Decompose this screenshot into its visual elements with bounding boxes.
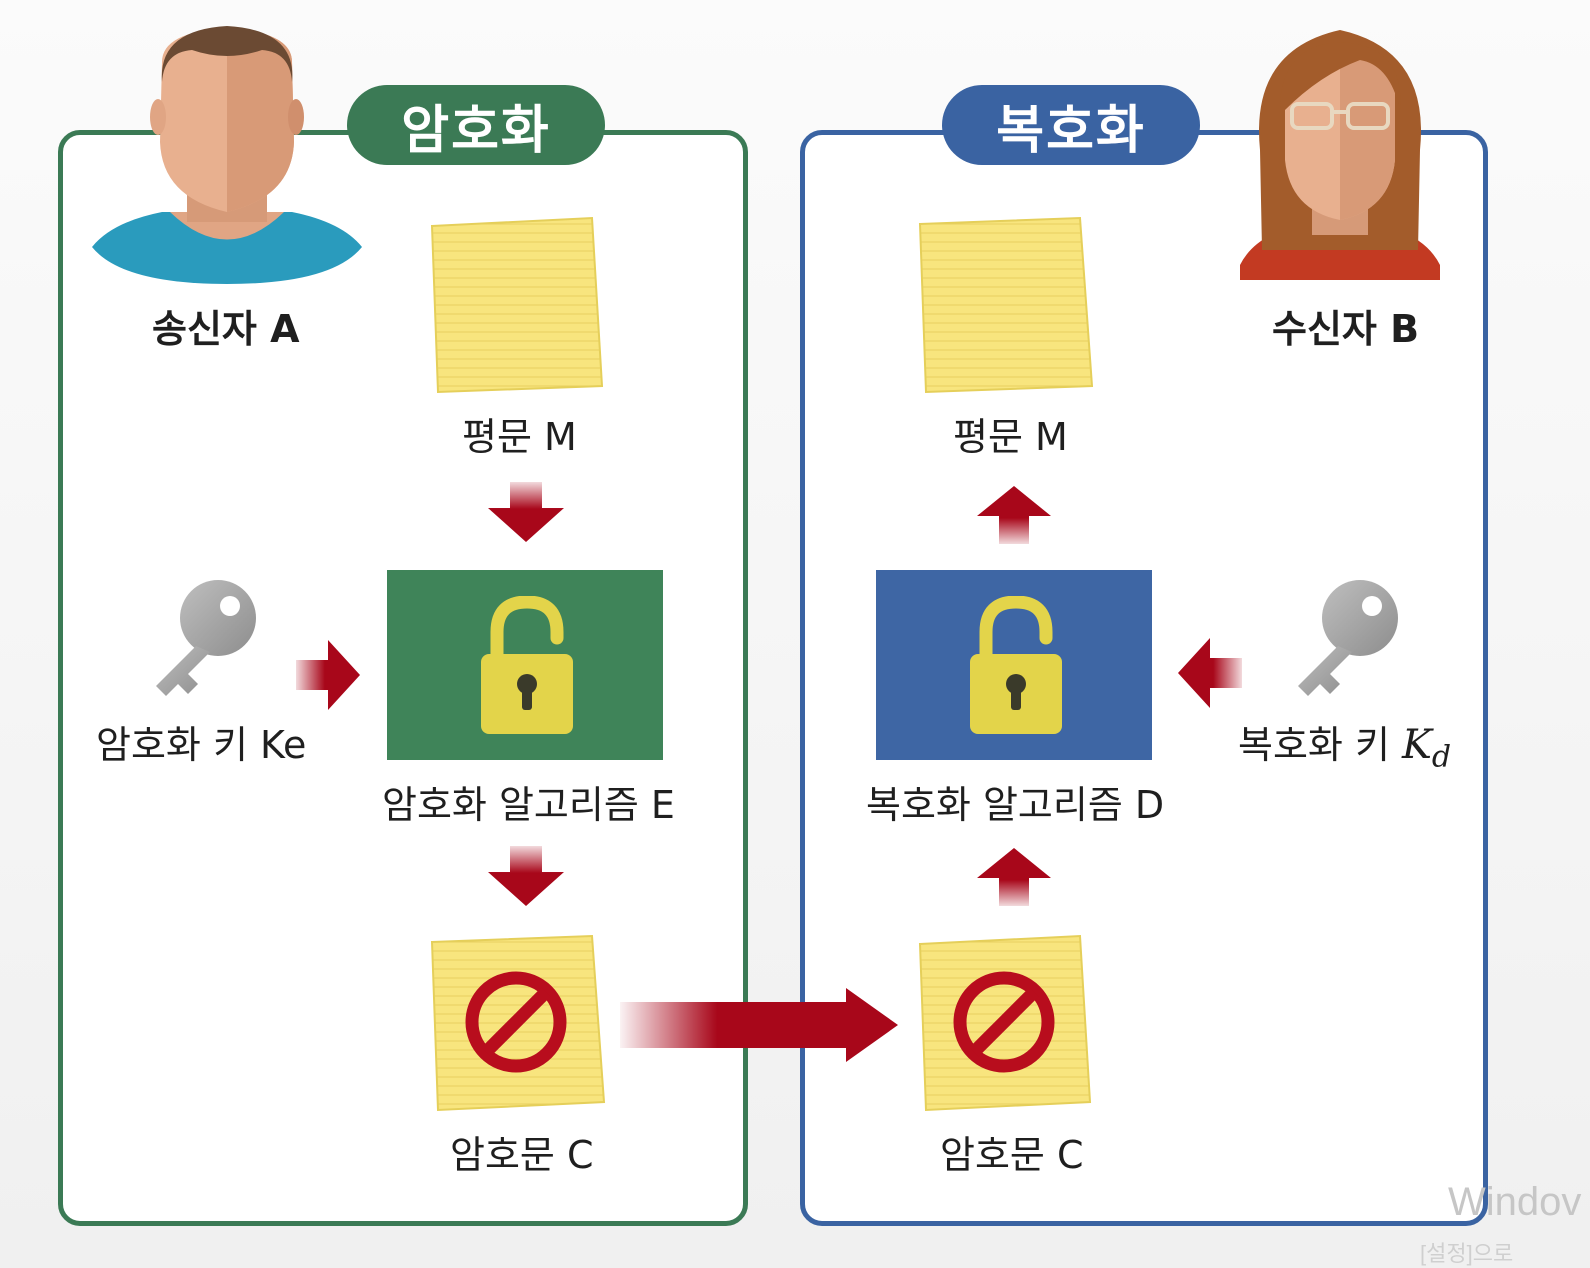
sender-avatar — [92, 26, 362, 284]
decryption-algorithm-box — [876, 570, 1152, 760]
decryption-key-label: 복호화 키 Kd — [1238, 722, 1452, 775]
plaintext-note-icon — [918, 216, 1094, 394]
watermark-text: Windov — [1448, 1180, 1582, 1224]
arrow-left-icon — [1178, 638, 1242, 708]
arrow-right-icon — [296, 640, 360, 710]
ciphertext-note-icon — [918, 934, 1092, 1112]
arrow-up-icon — [977, 486, 1051, 544]
encryption-title: 암호화 — [347, 85, 605, 165]
decryption-title: 복호화 — [942, 85, 1200, 165]
key-icon — [156, 580, 256, 696]
arrow-up-icon — [977, 848, 1051, 906]
arrow-down-icon — [488, 846, 564, 906]
encryption-algorithm-box — [387, 570, 663, 760]
watermark-subtext: [설정]으로 — [1420, 1241, 1514, 1266]
key-icon — [1298, 580, 1398, 696]
receiver-label: 수신자 B — [1272, 307, 1420, 351]
ciphertext-note-icon — [430, 934, 606, 1112]
encryption-algorithm-label: 암호화 알고리즘 E — [382, 783, 675, 827]
decryption-algorithm-label: 복호화 알고리즘 D — [866, 783, 1165, 827]
arrow-down-icon — [488, 482, 564, 542]
plaintext-note-icon — [430, 216, 604, 394]
transmission-arrow-icon — [620, 988, 898, 1062]
open-lock-icon — [481, 596, 573, 734]
ciphertext-label-dec: 암호문 C — [940, 1133, 1084, 1177]
encryption-key-label: 암호화 키 Ke — [96, 723, 307, 767]
plaintext-label-dec: 평문 M — [953, 415, 1068, 459]
open-lock-icon — [970, 596, 1062, 734]
receiver-avatar — [1240, 30, 1440, 280]
sender-label: 송신자 A — [152, 307, 300, 351]
plaintext-label-enc: 평문 M — [462, 415, 577, 459]
ciphertext-label-enc: 암호문 C — [450, 1133, 594, 1177]
